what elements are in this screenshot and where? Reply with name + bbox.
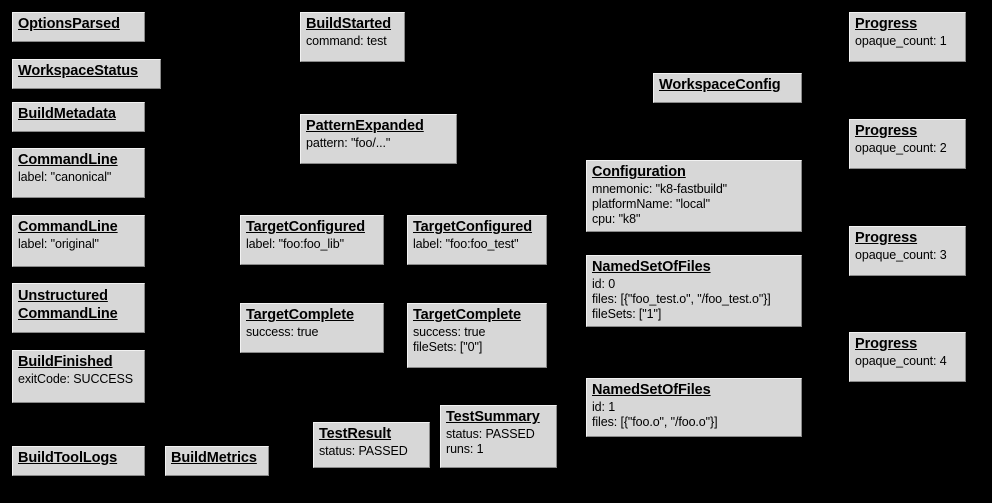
node-field: id: 0 xyxy=(592,277,616,291)
node-title: BuildToolLogs xyxy=(18,450,118,466)
node-fields: opaque_count: 3 xyxy=(855,248,960,263)
node-fields: label: "foo:foo_test" xyxy=(413,237,541,252)
node-progress-1[interactable]: Progress opaque_count: 1 xyxy=(849,12,966,62)
node-title: BuildMetadata xyxy=(18,106,116,122)
node-build-finished[interactable]: BuildFinished exitCode: SUCCESS xyxy=(12,350,145,403)
node-title: BuildMetrics xyxy=(171,450,257,466)
node-title: Progress xyxy=(855,230,918,246)
node-fields: label: "foo:foo_lib" xyxy=(246,237,378,252)
node-progress-2[interactable]: Progress opaque_count: 2 xyxy=(849,119,966,169)
node-target-complete-lib[interactable]: TargetComplete success: true xyxy=(240,303,384,353)
node-title: TargetConfigured xyxy=(246,219,365,235)
node-title: CommandLine xyxy=(18,152,118,168)
node-title: Configuration xyxy=(592,164,686,180)
node-field: pattern: "foo/..." xyxy=(306,136,391,150)
node-field: id: 1 xyxy=(592,400,616,414)
node-field: label: "canonical" xyxy=(18,170,112,184)
node-field: label: "foo:foo_lib" xyxy=(246,237,344,251)
node-fields: label: "original" xyxy=(18,237,139,252)
node-field: status: PASSED xyxy=(446,427,535,441)
node-fields: opaque_count: 2 xyxy=(855,141,960,156)
node-field: success: true xyxy=(413,325,486,339)
node-title: TestSummary xyxy=(446,409,540,425)
node-field: exitCode: SUCCESS xyxy=(18,372,134,386)
node-title: OptionsParsed xyxy=(18,16,120,32)
node-fields: exitCode: SUCCESS xyxy=(18,372,139,387)
node-progress-3[interactable]: Progress opaque_count: 3 xyxy=(849,226,966,276)
node-field: mnemonic: "k8-fastbuild" xyxy=(592,182,728,196)
node-title: Progress xyxy=(855,16,918,32)
node-title: PatternExpanded xyxy=(306,118,424,134)
node-test-result[interactable]: TestResult status: PASSED xyxy=(313,422,430,468)
node-fields: command: test xyxy=(306,34,399,49)
node-command-line-original[interactable]: CommandLine label: "original" xyxy=(12,215,145,267)
node-command-line-canonical[interactable]: CommandLine label: "canonical" xyxy=(12,148,145,198)
node-title: TargetComplete xyxy=(413,307,521,323)
node-field: success: true xyxy=(246,325,319,339)
node-title: TargetComplete xyxy=(246,307,354,323)
node-build-metrics[interactable]: BuildMetrics xyxy=(165,446,269,476)
node-build-tool-logs[interactable]: BuildToolLogs xyxy=(12,446,145,476)
node-field: platformName: "local" xyxy=(592,197,710,211)
node-title: Unstructured CommandLine xyxy=(18,288,118,322)
node-build-metadata[interactable]: BuildMetadata xyxy=(12,102,145,132)
node-field: label: "foo:foo_test" xyxy=(413,237,519,251)
node-field: opaque_count: 4 xyxy=(855,354,947,368)
node-field: runs: 1 xyxy=(446,442,484,456)
node-title: Progress xyxy=(855,336,918,352)
node-title: WorkspaceStatus xyxy=(18,63,138,79)
node-title: BuildStarted xyxy=(306,16,392,32)
node-progress-4[interactable]: Progress opaque_count: 4 xyxy=(849,332,966,382)
node-field: fileSets: ["1"] xyxy=(592,307,662,321)
node-title: TestResult xyxy=(319,426,392,442)
node-fields: mnemonic: "k8-fastbuild"platformName: "l… xyxy=(592,182,796,227)
node-fields: status: PASSED xyxy=(319,444,424,459)
node-target-configured-foo-test[interactable]: TargetConfigured label: "foo:foo_test" xyxy=(407,215,547,265)
node-field: fileSets: ["0"] xyxy=(413,340,483,354)
node-build-started[interactable]: BuildStarted command: test xyxy=(300,12,405,62)
node-field: files: [{"foo_test.o", "/foo_test.o"}] xyxy=(592,292,771,306)
node-title: WorkspaceConfig xyxy=(659,77,781,93)
node-field: label: "original" xyxy=(18,237,99,251)
node-workspace-status[interactable]: WorkspaceStatus xyxy=(12,59,161,89)
node-fields: opaque_count: 1 xyxy=(855,34,960,49)
node-field: opaque_count: 1 xyxy=(855,34,947,48)
node-options-parsed[interactable]: OptionsParsed xyxy=(12,12,145,42)
node-fields: success: true xyxy=(246,325,378,340)
node-title: TargetConfigured xyxy=(413,219,532,235)
node-fields: opaque_count: 4 xyxy=(855,354,960,369)
node-field: status: PASSED xyxy=(319,444,408,458)
node-workspace-config[interactable]: WorkspaceConfig xyxy=(653,73,802,103)
node-unstructured-command-line[interactable]: Unstructured CommandLine xyxy=(12,283,145,333)
node-title: CommandLine xyxy=(18,219,118,235)
node-title: Progress xyxy=(855,123,918,139)
node-field: files: [{"foo.o", "/foo.o"}] xyxy=(592,415,718,429)
node-title: NamedSetOfFiles xyxy=(592,382,711,398)
node-target-configured-foo-lib[interactable]: TargetConfigured label: "foo:foo_lib" xyxy=(240,215,384,265)
node-configuration[interactable]: Configuration mnemonic: "k8-fastbuild"pla… xyxy=(586,160,802,232)
node-fields: pattern: "foo/..." xyxy=(306,136,451,151)
node-field: opaque_count: 3 xyxy=(855,248,947,262)
node-fields: label: "canonical" xyxy=(18,170,139,185)
node-title: NamedSetOfFiles xyxy=(592,259,711,275)
node-field: opaque_count: 2 xyxy=(855,141,947,155)
node-pattern-expanded[interactable]: PatternExpanded pattern: "foo/..." xyxy=(300,114,457,164)
node-title: BuildFinished xyxy=(18,354,113,370)
node-field: cpu: "k8" xyxy=(592,212,641,226)
node-field: command: test xyxy=(306,34,387,48)
